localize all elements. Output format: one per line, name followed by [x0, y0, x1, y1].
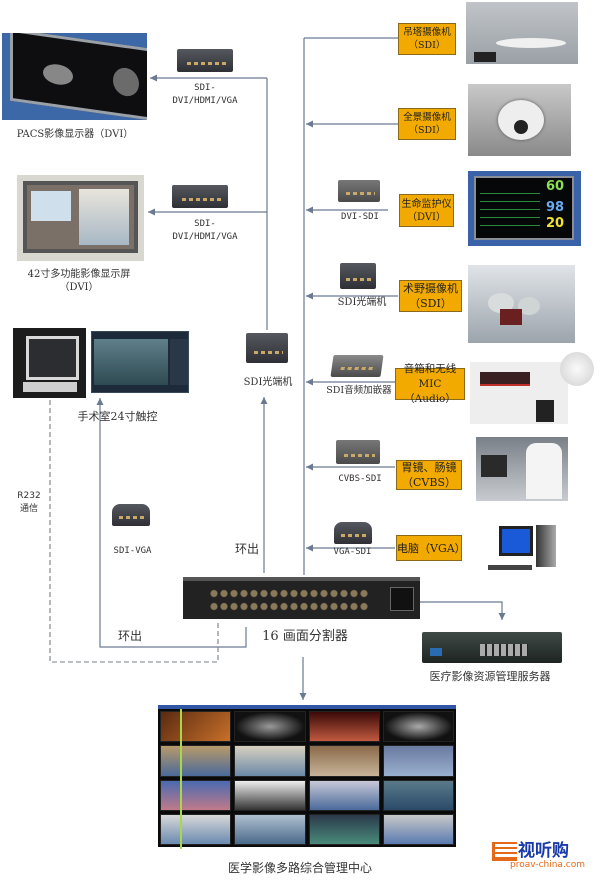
- dvi-sdi-label: DVI-SDI: [341, 212, 379, 222]
- splitter-device: [183, 577, 420, 619]
- endoscope-image: [476, 437, 568, 501]
- video-tile: [308, 779, 380, 811]
- source-name: 生命监护仪: [401, 198, 452, 210]
- splitter-label: 16 画面分割器: [262, 629, 348, 644]
- label-line: 通信: [19, 504, 38, 514]
- source-signal: （SDI）: [409, 297, 452, 310]
- heart-rate-reading: 60: [546, 179, 565, 194]
- video-wall: [158, 705, 456, 849]
- video-tile: [160, 779, 232, 811]
- vga-sdi-device: [334, 522, 372, 544]
- video-tile: [160, 813, 232, 845]
- cart-icon: [492, 842, 517, 861]
- dvi-sdi-device: [338, 180, 380, 202]
- converter-device: [177, 49, 233, 72]
- server-device: [422, 632, 562, 663]
- video-tile: [382, 745, 454, 777]
- video-tile: [382, 813, 454, 845]
- optical-transmitter-device: [340, 263, 376, 289]
- video-tile: [234, 779, 306, 811]
- vga-sdi-label: VGA-SDI: [333, 547, 372, 557]
- video-tile: [382, 711, 454, 743]
- management-center-label: 医学影像多路综合管理中心: [227, 861, 372, 875]
- touch-monitor-image: [13, 328, 86, 398]
- spo2-reading: 98: [546, 200, 565, 215]
- watermark-url: proav-china.com: [510, 860, 586, 870]
- touch-ui-image: [91, 331, 189, 393]
- converter-line: DVI/HDMI/VGA: [172, 96, 238, 106]
- rs232-label: R232 通信: [14, 490, 44, 516]
- source-name: 音箱和无线: [403, 362, 457, 375]
- source-box-field-camera: 术野摄像机 （SDI）: [399, 280, 462, 312]
- loop-out-label: 环出: [234, 542, 259, 556]
- source-box-vital-monitor: 生命监护仪 （DVI）: [399, 194, 454, 227]
- resp-reading: 20: [546, 216, 565, 231]
- video-tile: [308, 745, 380, 777]
- video-tile: [308, 813, 380, 845]
- sdi-vga-label: SDI-VGA: [113, 546, 152, 556]
- video-tile: [308, 711, 380, 743]
- converter-device: [172, 185, 228, 208]
- optical-receiver-device: [246, 333, 288, 363]
- pacs-display-image: [2, 33, 147, 120]
- label-line: （DVI）: [59, 282, 99, 293]
- cvbs-sdi-device: [336, 440, 380, 464]
- video-tile: [160, 711, 232, 743]
- source-box-audio: 音箱和无线 MIC（Audio）: [395, 363, 465, 405]
- surgical-light-image: [468, 265, 575, 343]
- video-tile: [382, 779, 454, 811]
- audio-embedder-label: SDI音频加嵌器: [326, 385, 392, 396]
- vital-monitor-image: 60 98 20: [468, 171, 581, 246]
- video-tile: [234, 745, 306, 777]
- watermark-brand: 视听购: [518, 841, 569, 861]
- source-box-panorama-camera: 全景摄像机 （SDI）: [398, 108, 456, 140]
- tower-camera-image: [466, 2, 578, 64]
- video-tile: [234, 711, 306, 743]
- pacs-converter-label: SDI- DVI/HDMI/VGA: [165, 82, 245, 108]
- dome-camera-image: [468, 84, 571, 156]
- source-name: 术野摄像机: [403, 282, 458, 295]
- pacs-display-label: PACS影像显示器（DVI）: [16, 129, 134, 140]
- source-signal: MIC（Audio）: [404, 377, 456, 405]
- audio-embedder-device: [330, 355, 384, 377]
- label-line: 42寸多功能影像显示屏: [27, 269, 131, 280]
- video-tile: [160, 745, 232, 777]
- optical-receiver-label: SDI光端机: [243, 377, 293, 388]
- source-box-computer: 电脑（VGA）: [396, 535, 466, 561]
- source-name: 胃镜、肠镜: [401, 461, 457, 474]
- converter-line: DVI/HDMI/VGA: [172, 232, 238, 242]
- optical-transmitter-label: SDI光端机: [337, 297, 387, 308]
- video-tile: [234, 813, 306, 845]
- audio-equipment-image: [470, 362, 568, 424]
- label-line: R232: [17, 491, 41, 501]
- screen-42-image: [17, 175, 144, 261]
- source-name: 吊塔摄像机: [403, 27, 451, 38]
- source-name: 全景摄像机: [403, 112, 451, 123]
- source-box-endoscope: 胃镜、肠镜 （CVBS）: [396, 460, 462, 490]
- source-signal: （CVBS）: [402, 476, 456, 489]
- source-box-tower-camera: 吊塔摄像机 （SDI）: [398, 23, 456, 55]
- source-signal: （SDI）: [408, 40, 446, 51]
- server-label: 医疗影像资源管理服务器: [429, 670, 551, 683]
- source-name: 电脑（VGA）: [397, 541, 466, 555]
- sdi-vga-device: [112, 504, 150, 526]
- screen-42-label: 42寸多功能影像显示屏 （DVI）: [14, 268, 144, 294]
- screen42-converter-label: SDI- DVI/HDMI/VGA: [165, 218, 245, 244]
- loop-out-label: 环出: [117, 629, 142, 643]
- source-signal: （SDI）: [408, 125, 446, 136]
- ceiling-speaker-image: [560, 352, 594, 386]
- computer-image: [474, 523, 570, 575]
- touch-display-label: 手术室24寸触控: [77, 410, 158, 423]
- cvbs-sdi-label: CVBS-SDI: [338, 474, 382, 484]
- converter-line: SDI-: [194, 83, 216, 93]
- converter-line: SDI-: [194, 219, 216, 229]
- watermark-logo: 视听购 proav-china.com: [492, 836, 592, 876]
- source-signal: （DVI）: [406, 211, 446, 223]
